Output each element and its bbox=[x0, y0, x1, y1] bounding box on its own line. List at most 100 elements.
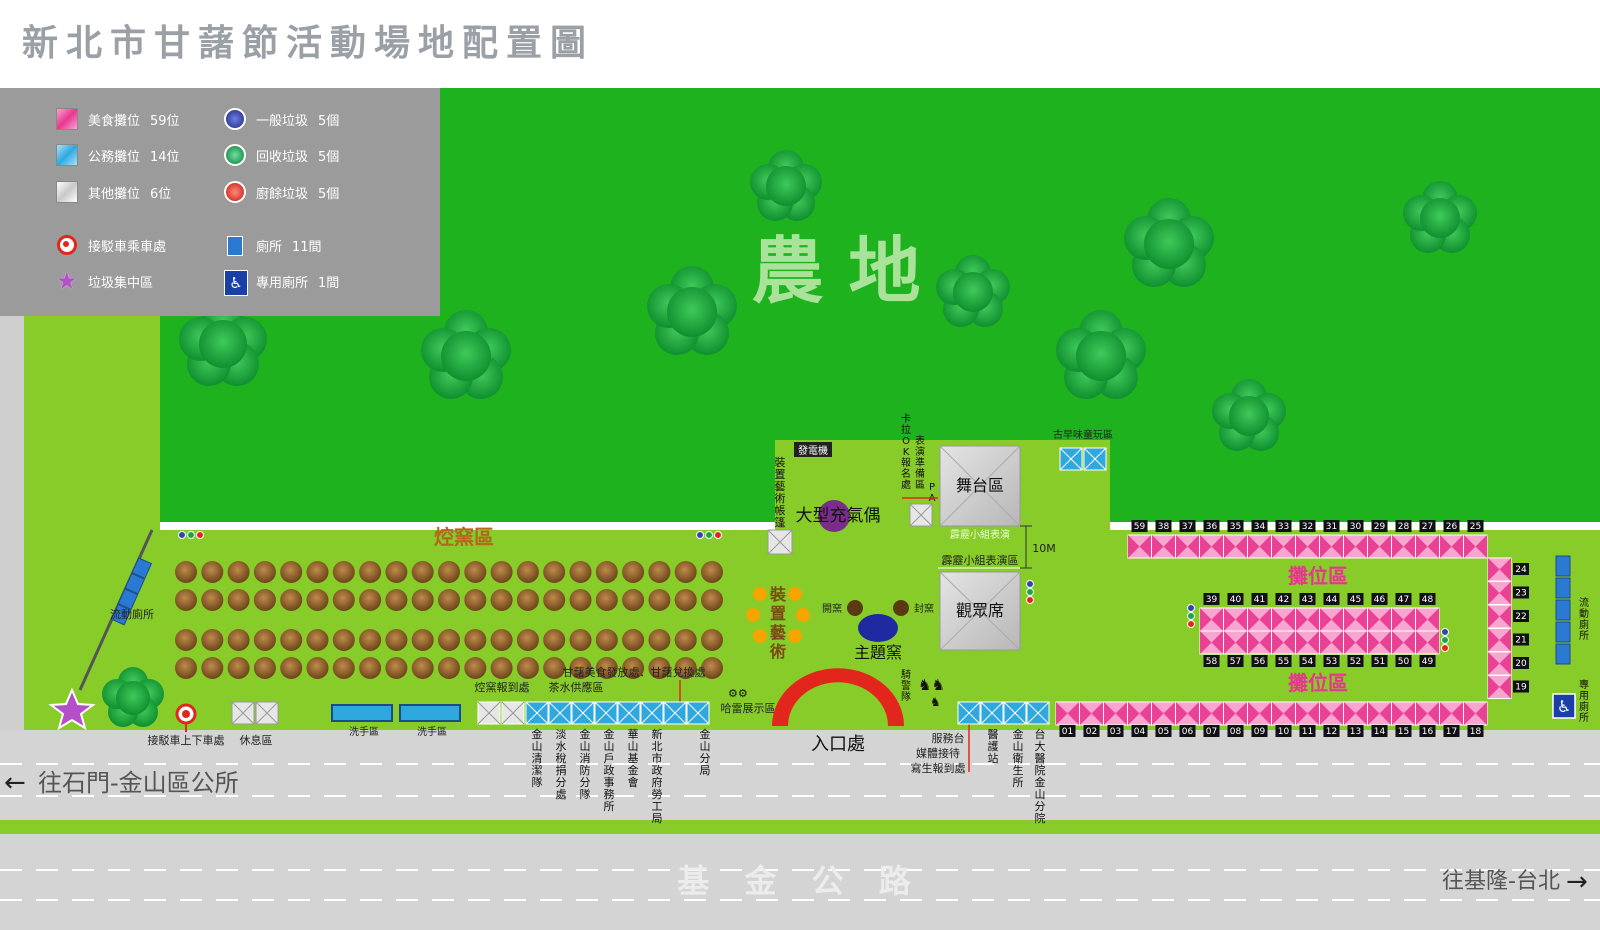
wash2-label: 洗手區 bbox=[417, 725, 447, 738]
stall-number: 21 bbox=[1513, 633, 1529, 646]
svg-text:11: 11 bbox=[1302, 727, 1313, 737]
food-stall bbox=[1223, 701, 1248, 726]
kiln-grid bbox=[175, 561, 723, 679]
food-stall bbox=[1247, 701, 1272, 726]
food-stall bbox=[1295, 607, 1320, 632]
stall-number: 56 bbox=[1251, 655, 1268, 667]
kiln-pit bbox=[701, 657, 723, 679]
food-stall bbox=[1487, 604, 1512, 629]
stall-number: 10 bbox=[1275, 725, 1292, 737]
food-stall bbox=[1199, 534, 1224, 559]
svg-text:♿: ♿ bbox=[1557, 697, 1571, 716]
food-stall bbox=[1463, 701, 1488, 726]
svg-text:55: 55 bbox=[1278, 657, 1289, 667]
svg-text:52: 52 bbox=[1350, 657, 1361, 667]
food-stall bbox=[1439, 701, 1464, 726]
svg-text:15: 15 bbox=[1398, 727, 1409, 737]
public-stall bbox=[548, 701, 572, 725]
food-stall bbox=[1223, 534, 1248, 559]
rest-area-stalls bbox=[231, 701, 279, 725]
stall-number: 18 bbox=[1467, 725, 1484, 737]
svg-text:30: 30 bbox=[1350, 522, 1362, 532]
food-stall bbox=[1415, 701, 1440, 726]
stall-number: 08 bbox=[1227, 725, 1244, 737]
farmland-label: 農 地 bbox=[751, 229, 920, 313]
org-label-org_police: 金山分局 bbox=[700, 727, 711, 777]
svg-text:44: 44 bbox=[1326, 595, 1338, 605]
svg-text:47: 47 bbox=[1398, 595, 1409, 605]
trash-center-star-icon bbox=[48, 687, 96, 731]
org-label-org_fire: 金山消防分隊 bbox=[580, 727, 591, 801]
kiln-pit bbox=[622, 629, 645, 651]
svg-text:21: 21 bbox=[1515, 636, 1526, 646]
food-stall bbox=[1271, 630, 1296, 655]
stall-number: 02 bbox=[1083, 725, 1100, 737]
tree-icon bbox=[1056, 310, 1146, 399]
mobile-toilet-right bbox=[1555, 555, 1571, 665]
legend-trash-center: ★ 垃圾集中區 bbox=[56, 267, 154, 295]
kiln-pit bbox=[701, 561, 723, 583]
stall-number: 40 bbox=[1227, 593, 1244, 605]
stall-number: 28 bbox=[1395, 520, 1412, 532]
tree-icon bbox=[1212, 379, 1286, 451]
horse-icon-2: ♞ bbox=[930, 695, 941, 709]
stall-number: 47 bbox=[1395, 593, 1412, 605]
stall-number: 45 bbox=[1347, 593, 1364, 605]
kiln-pit bbox=[595, 561, 618, 583]
wash-area-1 bbox=[331, 704, 393, 722]
stall-number: 54 bbox=[1299, 655, 1316, 667]
food-stall bbox=[1415, 534, 1440, 559]
kiln-pit bbox=[595, 657, 618, 679]
tree-icon bbox=[179, 300, 267, 386]
svg-text:02: 02 bbox=[1086, 727, 1097, 737]
kiln-pit bbox=[490, 657, 513, 679]
stall-number: 04 bbox=[1131, 725, 1148, 737]
mobile-toilet-right-label: 流動廁所 bbox=[1579, 596, 1589, 642]
stall-number: 12 bbox=[1323, 725, 1340, 737]
inflatable-label: 大型充氣偶 bbox=[796, 506, 881, 526]
food-stall bbox=[1415, 607, 1440, 632]
stall-number: 01 bbox=[1059, 725, 1076, 737]
stall-number: 13 bbox=[1347, 725, 1364, 737]
kiln-pit bbox=[411, 629, 434, 651]
svg-text:10: 10 bbox=[1278, 727, 1290, 737]
kiln-pit bbox=[464, 657, 487, 679]
kiln-pit bbox=[385, 589, 408, 611]
kiln-pit bbox=[280, 561, 303, 583]
svg-text:35: 35 bbox=[1230, 522, 1241, 532]
direction-left-label: 往石門-金山區公所 bbox=[38, 769, 239, 797]
food-stall bbox=[1127, 534, 1152, 559]
legend-other-stall: 其他攤位 6位 bbox=[56, 181, 171, 203]
kiln-pit bbox=[306, 657, 329, 679]
svg-text:34: 34 bbox=[1254, 522, 1266, 532]
stall-number: 31 bbox=[1323, 520, 1340, 532]
svg-text:07: 07 bbox=[1206, 727, 1217, 737]
generator-label: 發電機 bbox=[798, 444, 828, 457]
arrow-right-icon: → bbox=[1566, 867, 1588, 897]
svg-text:25: 25 bbox=[1470, 522, 1481, 532]
tree-icon bbox=[102, 667, 164, 727]
tree-icon bbox=[750, 150, 822, 221]
kiln-pit bbox=[648, 561, 671, 583]
shuttle-stop-icon bbox=[56, 234, 78, 256]
org-label-org_labor: 新北市政府勞工局 bbox=[652, 727, 663, 825]
kiln-pit bbox=[332, 629, 355, 651]
legend-panel: 美食攤位 59位 公務攤位 14位 其他攤位 6位 接駁車乘車處 ★ 垃圾集中區… bbox=[0, 88, 440, 316]
shuttle-label: 接駁車上下車處 bbox=[148, 733, 225, 747]
food-stall bbox=[1295, 534, 1320, 559]
kiln-pit bbox=[359, 629, 382, 651]
food-stall bbox=[1271, 607, 1296, 632]
food-stall bbox=[1391, 630, 1416, 655]
food-stall bbox=[1175, 701, 1200, 726]
food-stall bbox=[1319, 607, 1344, 632]
kiln-pit bbox=[490, 561, 513, 583]
kiln-pit bbox=[411, 589, 434, 611]
kiln-pit bbox=[385, 561, 408, 583]
public-stalls-right bbox=[957, 701, 1050, 725]
medical-label: 醫護站 bbox=[988, 728, 999, 765]
trees bbox=[102, 150, 1477, 727]
food-stall bbox=[1367, 607, 1392, 632]
kiln-pit bbox=[622, 657, 645, 679]
